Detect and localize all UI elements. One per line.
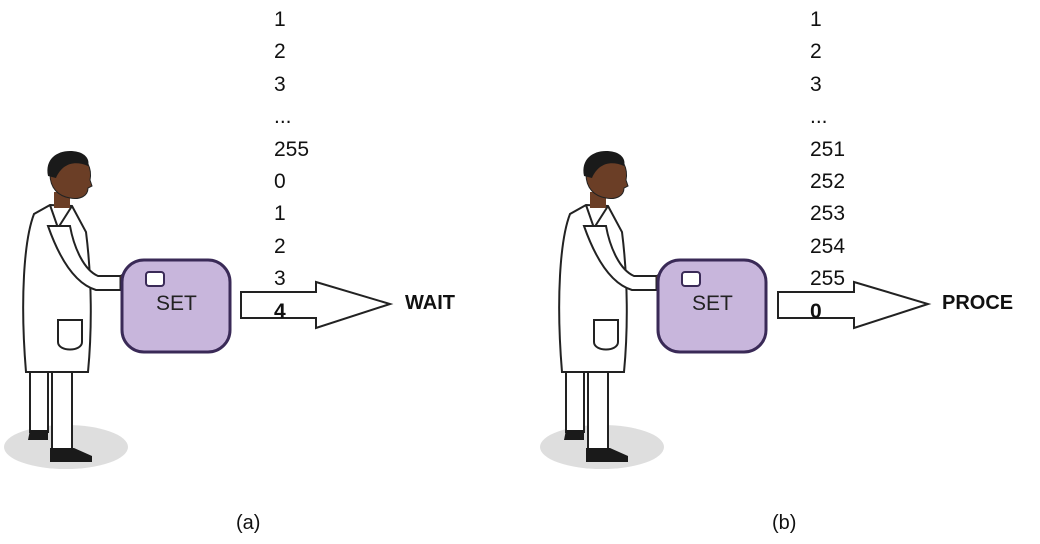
set-button-label: SET	[156, 292, 197, 315]
right-shoe	[586, 448, 628, 462]
left-shoe	[564, 430, 584, 440]
sequence-value: 1	[274, 202, 286, 226]
left-shoe	[28, 430, 48, 440]
sequence-value: 251	[810, 137, 846, 161]
sequence-value: 3	[274, 72, 286, 96]
hair	[47, 151, 89, 178]
sequence-value: 252	[810, 169, 846, 193]
right-leg	[51, 369, 73, 451]
left-leg	[29, 369, 49, 433]
result-label: WAIT	[405, 292, 455, 314]
counter-sequence-a: 1 2 3 ... 255 0 1 2 3 4	[274, 4, 309, 328]
set-button-label: SET	[692, 292, 733, 315]
result-label: PROCE	[942, 292, 1014, 314]
sequence-value: 2	[810, 40, 822, 64]
coat-pocket	[57, 319, 83, 351]
right-shoe	[50, 448, 92, 462]
left-leg	[565, 369, 585, 433]
scene-a	[4, 151, 394, 469]
sequence-value: 253	[810, 202, 846, 226]
sequence-current-value: 0	[810, 299, 822, 323]
hair	[583, 151, 625, 178]
counter-sequence-b: 1 2 3 ... 251 252 253 254 255 0	[810, 4, 845, 328]
panel-a: 1 2 3 ... 255 0 1 2 3 4 SET WAIT (a)	[4, 4, 455, 534]
arrow-a	[240, 280, 394, 330]
set-button-key	[681, 271, 701, 287]
sequence-ellipsis: ...	[274, 105, 292, 129]
coat-pocket	[593, 319, 619, 351]
panel-b: 1 2 3 ... 251 252 253 254 255 0 SET PROC…	[536, 0, 1040, 544]
sequence-ellipsis: ...	[810, 105, 828, 129]
sequence-value: 255	[810, 267, 846, 291]
right-leg	[587, 369, 609, 451]
sequence-value: 255	[274, 137, 310, 161]
sequence-value: 3	[810, 72, 822, 96]
sequence-value: 254	[810, 234, 846, 258]
sequence-value: 0	[274, 169, 286, 193]
sequence-value: 2	[274, 234, 286, 258]
arrow-b	[777, 280, 932, 330]
scene-b	[540, 151, 932, 469]
set-button-key	[145, 271, 165, 287]
sequence-value: 3	[274, 267, 286, 291]
caption-b: (b)	[772, 512, 797, 534]
sequence-value: 1	[274, 8, 286, 31]
sequence-value: 2	[274, 40, 286, 64]
sequence-current-value: 4	[274, 299, 286, 323]
caption-a: (a)	[236, 512, 261, 534]
sequence-value: 1	[810, 8, 822, 31]
